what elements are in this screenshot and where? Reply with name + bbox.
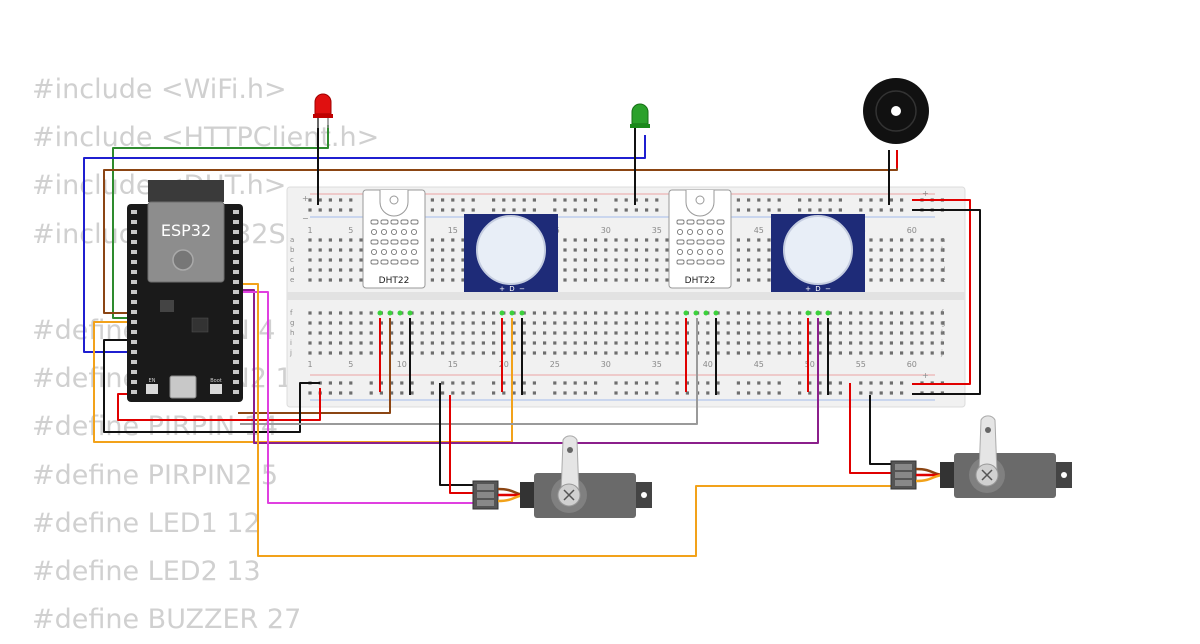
wire-red[interactable] (117, 388, 321, 421)
code-line: #define PIRPIN 14 (32, 411, 279, 443)
wire-blue[interactable] (83, 135, 646, 353)
column-number: 35 (652, 226, 662, 235)
wire-red[interactable] (912, 199, 971, 385)
code-line: #define LED2 13 (32, 555, 261, 587)
row-letter: b (290, 246, 295, 254)
wire-purple[interactable] (238, 289, 819, 444)
row-letter: e (290, 276, 294, 284)
wire-brown[interactable] (238, 318, 391, 414)
column-number: 5 (348, 226, 353, 235)
column-number: 60 (907, 226, 917, 235)
wire-black[interactable] (103, 339, 320, 433)
row-letter: d (941, 266, 945, 274)
row-letter: f (290, 309, 293, 317)
column-number: 15 (448, 360, 458, 369)
column-number: 1 (307, 360, 312, 369)
row-letter: j (289, 349, 292, 357)
row-letter: c (290, 256, 294, 264)
column-number: 50 (805, 360, 815, 369)
sensor-pin-pads (377, 310, 831, 316)
column-number: 55 (856, 360, 866, 369)
row-letter: f (941, 309, 944, 317)
pir-pin-data: D (509, 285, 514, 293)
pir-pin-plus: + (499, 285, 505, 293)
row-letter: h (290, 329, 294, 337)
esp32-board[interactable]: ESP32 Boot EN (127, 180, 243, 402)
rail-plus-label: + (302, 194, 309, 203)
row-letter: c (941, 256, 945, 264)
pir-pin-plus: + (805, 285, 811, 293)
column-number: 1 (307, 226, 312, 235)
column-number: 10 (397, 360, 407, 369)
circuit-canvas: 1155101015152020252530303535404045455050… (83, 78, 1072, 557)
dht22-sensor[interactable]: DHT22 (668, 189, 732, 289)
boot-button[interactable] (210, 384, 222, 394)
dht22-sensor[interactable]: DHT22 (362, 189, 426, 289)
usb-port-icon (169, 375, 197, 399)
code-line: #include <WiFi.h> (32, 74, 287, 105)
wire-magenta[interactable] (238, 291, 475, 504)
rail-plus-label: + (922, 371, 929, 380)
buzzer[interactable] (863, 78, 929, 144)
esp32-label: ESP32 (161, 221, 211, 240)
servo-motor[interactable] (472, 435, 652, 518)
pir-pin-minus: − (519, 285, 525, 293)
wire-black[interactable] (439, 383, 475, 486)
espressif-logo-icon (172, 249, 194, 271)
pir-pin-minus: − (825, 285, 831, 293)
column-number: 35 (652, 360, 662, 369)
column-number: 15 (448, 226, 458, 235)
row-letter: a (941, 236, 945, 244)
column-number: 45 (754, 226, 764, 235)
row-letter: i (941, 339, 943, 347)
pir-pin-data: D (815, 285, 820, 293)
column-number: 20 (499, 360, 509, 369)
en-label: EN (149, 378, 156, 384)
wire-gray[interactable] (240, 318, 698, 425)
dht22-label: DHT22 (379, 276, 410, 286)
column-number: 25 (550, 360, 560, 369)
code-line: #define PIRPIN2 5 (32, 459, 279, 491)
row-letter: b (941, 246, 946, 254)
row-letter: e (941, 276, 945, 284)
column-number: 45 (754, 360, 764, 369)
dht22-label: DHT22 (685, 276, 716, 286)
wire-black[interactable] (869, 395, 892, 465)
code-line: #define LED1 12 (32, 507, 261, 539)
esp32-pins (131, 210, 239, 394)
column-number: 5 (348, 360, 353, 369)
wires (83, 118, 981, 557)
wire-brown[interactable] (103, 165, 898, 314)
row-letter: i (290, 339, 292, 347)
row-letter: a (290, 236, 294, 244)
led-green[interactable] (630, 103, 650, 128)
dht-vent-grid (676, 219, 725, 265)
dht-vent-grid (370, 219, 419, 265)
row-letter: g (941, 319, 945, 327)
wire-red[interactable] (849, 383, 892, 474)
row-letter: j (940, 349, 943, 357)
en-button[interactable] (146, 384, 158, 394)
row-letter: h (941, 329, 945, 337)
wire-orange[interactable] (238, 283, 892, 557)
wire-black[interactable] (912, 209, 981, 395)
wire-green[interactable] (112, 125, 329, 319)
wire-orange[interactable] (93, 318, 513, 443)
column-number: 40 (703, 360, 713, 369)
column-number: 60 (907, 360, 917, 369)
rail-plus-label: + (922, 189, 929, 198)
servo-motor[interactable] (890, 415, 1072, 498)
pir-sensor[interactable]: + D − (464, 214, 558, 293)
column-number: 30 (601, 360, 611, 369)
row-letter: g (290, 319, 294, 327)
boot-label: Boot (210, 378, 222, 384)
row-letter: d (290, 266, 294, 274)
led-red[interactable] (313, 93, 333, 128)
rail-minus-label: − (302, 214, 309, 223)
column-number: 30 (601, 226, 611, 235)
pir-sensor[interactable]: + D − (771, 214, 865, 293)
wire-red[interactable] (449, 395, 475, 494)
